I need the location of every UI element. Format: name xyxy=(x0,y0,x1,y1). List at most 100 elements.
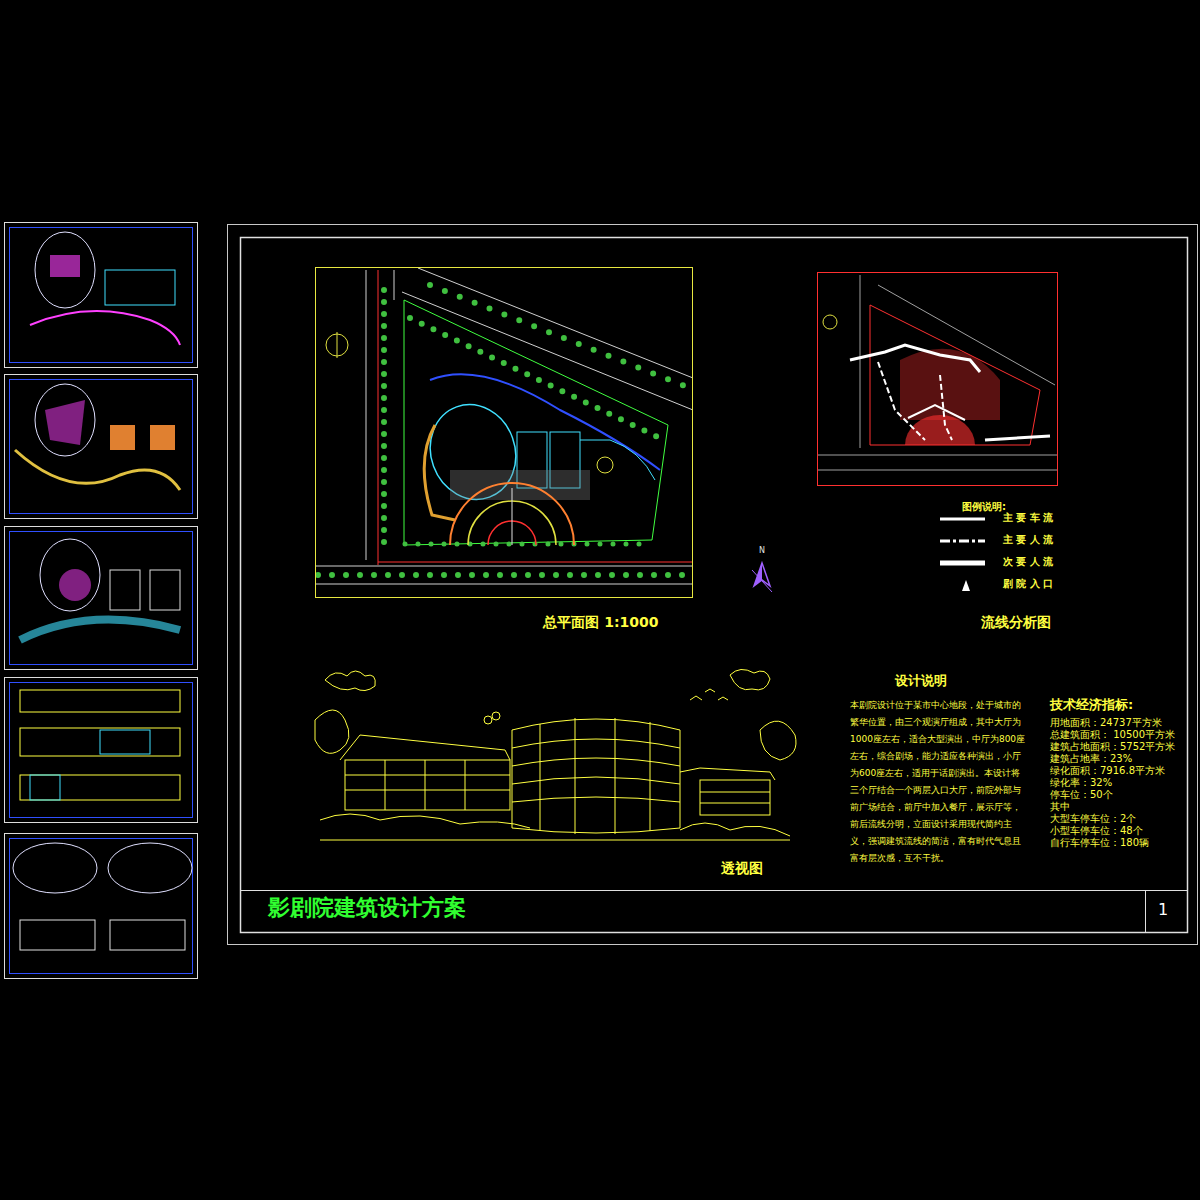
fountain xyxy=(597,457,613,473)
thumb-halls xyxy=(105,270,175,305)
sheet-label: 建筑占地率：23% xyxy=(1050,753,1132,765)
legend-text: 主 要 车 流 xyxy=(1003,512,1053,524)
road-edge xyxy=(315,584,693,585)
road-edge xyxy=(402,292,693,410)
tree-row xyxy=(381,290,387,548)
thumb-section xyxy=(20,920,95,950)
north-arrow-fill xyxy=(754,563,762,586)
sheet-label: 大型车停车位：2个 xyxy=(1050,813,1136,825)
tree-canopy xyxy=(730,669,770,689)
outer-frame xyxy=(228,225,1198,945)
legend-line-thick xyxy=(940,561,985,566)
perspective-drawing xyxy=(315,669,796,840)
thumb-stage xyxy=(50,255,80,277)
thumb-inner xyxy=(10,683,193,818)
sheet-label: 停车位：50个 xyxy=(1050,789,1113,801)
thumb-hall xyxy=(35,232,95,308)
north-arrow xyxy=(752,563,772,592)
sheet-label: 技术经济指标: xyxy=(1050,697,1133,713)
cylinder-band xyxy=(512,777,680,784)
facade-line xyxy=(425,760,426,810)
road-edge xyxy=(860,275,861,448)
sheet-label: 图例说明: xyxy=(962,501,1006,513)
facade-line xyxy=(700,792,770,793)
drawing-frame: 流线分析图 xyxy=(817,272,1058,486)
thumb-seats xyxy=(110,425,135,450)
main-vehicle-flow xyxy=(850,345,980,372)
thumb-elevation xyxy=(20,775,180,800)
thumb-box xyxy=(110,570,140,610)
tree-canopy xyxy=(315,710,349,753)
road-edge xyxy=(366,270,367,560)
mullion xyxy=(575,718,576,834)
road-edge xyxy=(818,470,1058,471)
water-edge xyxy=(430,374,660,470)
wing xyxy=(580,440,655,480)
drawing-frame: 总平面图 1:1000 xyxy=(315,267,693,598)
facade-line xyxy=(385,760,386,810)
main-vehicle-flow xyxy=(985,436,1050,440)
road-edge xyxy=(315,566,693,567)
north-symbol xyxy=(823,315,837,329)
mullion xyxy=(650,722,651,831)
tree-row xyxy=(405,542,650,547)
site-plan-drawing xyxy=(315,268,693,584)
legend-line-dashed xyxy=(940,540,985,543)
sheet-label: 其中 xyxy=(1050,801,1070,813)
lobby-block xyxy=(345,760,510,810)
red-line xyxy=(378,562,693,563)
thumb-hall xyxy=(13,843,97,893)
sheet-label: 用地面积：24737平方米 xyxy=(1050,717,1162,729)
flag xyxy=(484,716,492,724)
thumbnail-sheets xyxy=(5,223,198,979)
roof xyxy=(680,768,775,780)
thumb-hall xyxy=(35,384,95,456)
frame-heading: 总平面图 1:1000 xyxy=(543,614,658,631)
roof xyxy=(340,735,510,760)
thumb-wing xyxy=(30,311,180,345)
axis xyxy=(512,488,513,545)
thumb-inner xyxy=(10,228,193,363)
thumb-glazing xyxy=(100,730,150,754)
road-edge xyxy=(394,270,395,300)
sheet-label: 自行车停车位：180辆 xyxy=(1050,837,1149,849)
sheet-label: 1 xyxy=(1158,900,1168,919)
thumb-frame xyxy=(5,834,198,979)
mullion xyxy=(540,724,541,831)
sheet-label: 设计说明 xyxy=(895,673,947,689)
birds xyxy=(690,689,728,700)
cylinder-band xyxy=(512,758,680,766)
legend-samples xyxy=(940,519,985,591)
thumb-elevation xyxy=(20,728,180,756)
tree-row xyxy=(410,318,660,438)
thumb-seats xyxy=(150,425,175,450)
facade-line xyxy=(465,760,466,810)
cylinder-band xyxy=(512,797,680,802)
sheet-label: N xyxy=(759,546,765,556)
north-arrow-line xyxy=(752,570,772,592)
facade-line xyxy=(700,803,770,804)
shrubs xyxy=(680,823,790,836)
flag xyxy=(492,712,500,720)
thumb-elevation xyxy=(20,690,180,712)
thumb-section xyxy=(110,920,185,950)
building-footprint xyxy=(900,349,1000,420)
thumb-stage xyxy=(59,569,91,601)
main-pedestrian-flow xyxy=(878,362,925,440)
thumb-frame xyxy=(5,223,198,368)
red-line xyxy=(378,270,379,565)
site-boundary xyxy=(870,305,1040,445)
tree-canopy xyxy=(760,721,796,760)
ground-line xyxy=(320,840,790,841)
sheet-label: 小型车停车位：48个 xyxy=(1050,825,1143,837)
sheet-label: 绿化面积：7916.8平方米 xyxy=(1050,765,1165,777)
site-boundary xyxy=(404,300,668,545)
secondary-flow xyxy=(908,405,965,420)
sheet-label: 总建筑面积： 10500平方米 xyxy=(1050,729,1175,741)
thumb-wing xyxy=(15,450,180,490)
sheet-label: 建筑占地面积：5752平方米 xyxy=(1050,741,1175,753)
flow-analysis-drawing xyxy=(818,275,1058,470)
thumb-glazing xyxy=(30,775,60,800)
